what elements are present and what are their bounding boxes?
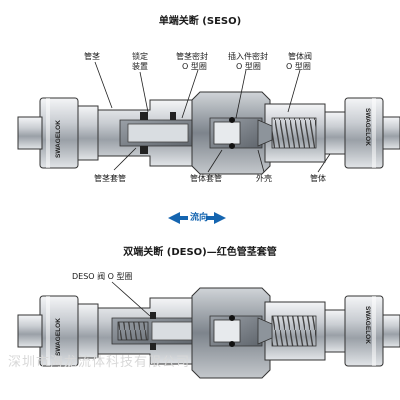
label-insert-seal-1: 插入件密封 [228,52,268,61]
seso-right-brand: SWAGELOK [364,108,371,146]
label-lock-2: 装置 [132,62,148,71]
deso-right-tube [382,314,400,348]
label-valve-1: 管体阀 [288,52,312,61]
watermark: 深圳市海龙流体科技有限公司 [8,355,191,370]
label-shell: 外壳 [256,174,272,183]
deso-body-connector [324,309,346,353]
label-body-ferrule: 管体套管 [190,174,222,183]
label-stem-seal-1: 管茎密封 [176,52,208,61]
label-insert-seal-2: O 型圈 [236,62,261,71]
deso-right-brand: SWAGELOK [364,306,371,344]
seso-assembly [17,91,400,175]
label-body: 管体 [310,174,326,183]
seso-right-nut [344,97,384,169]
label-stem-seal-2: O 型圈 [182,62,207,71]
seso-left-brand: SWAGELOK [55,120,62,158]
deso-right-nut [344,295,384,367]
seso-leader-lines [94,61,331,173]
label-tube-stem: 管茎 [84,52,100,61]
seso-body-connector [324,111,346,155]
flow-direction-label: 流向 [190,213,209,223]
flow-arrows [168,212,226,224]
deso-spring-section [257,301,326,361]
seso-right-tube [382,116,400,150]
deso-stem-body [97,297,206,365]
deso-assembly [17,287,400,379]
deso-title: 双端关断 (DESO)—红色管茎套管 [123,247,277,258]
deso-shell [191,287,271,379]
seso-title: 单端关断 (SESO) [158,16,242,27]
deso-left-nut [39,295,99,367]
seso-spring-section [257,103,326,163]
seso-shell [191,91,271,175]
deso-left-tube [17,314,43,348]
label-valve-2: O 型圈 [286,62,311,71]
label-stem-ferrule: 管茎套管 [94,174,126,183]
seso-left-tube [17,116,43,150]
deso-leader-line [111,281,151,317]
label-deso-oring: DESO 阀 O 型圈 [72,272,133,281]
seso-left-nut [39,97,99,169]
label-lock-1: 锁定 [132,52,148,61]
deso-left-brand: SWAGELOK [55,318,62,356]
seso-stem-body [97,99,206,167]
